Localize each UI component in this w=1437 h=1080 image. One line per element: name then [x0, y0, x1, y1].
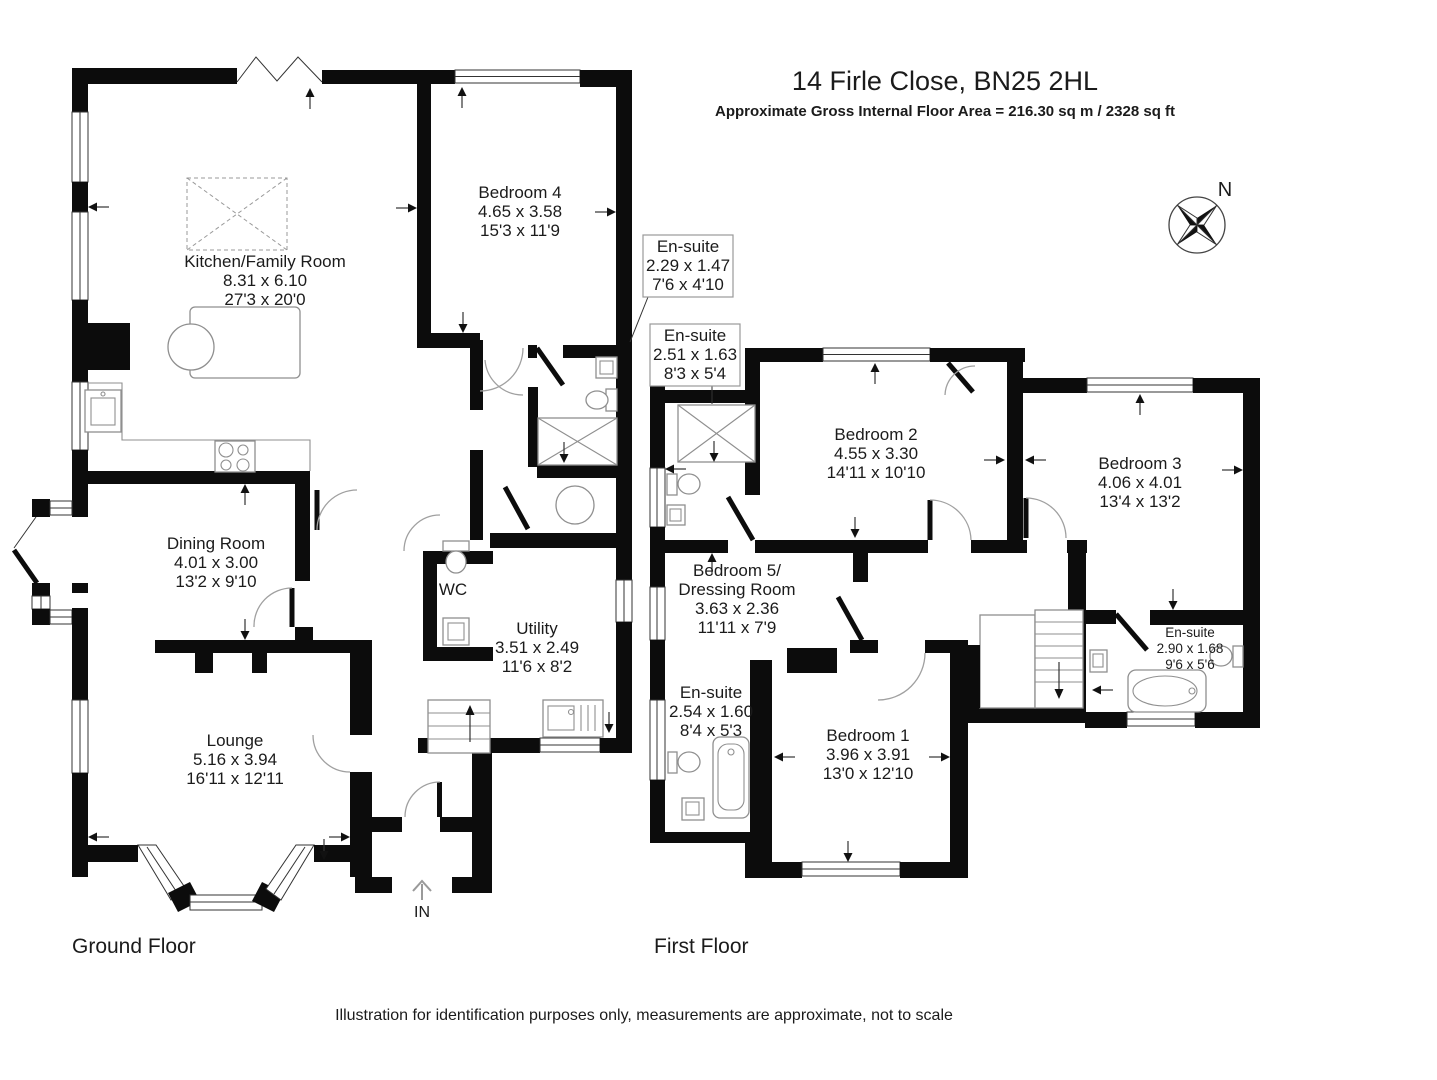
wc-name: WC: [439, 580, 467, 599]
ensuite3-name: En-suite: [1165, 625, 1215, 640]
dining-name: Dining Room: [167, 534, 265, 553]
skylight-dashed-box: [186, 177, 288, 251]
room-labels: Kitchen/Family Room 8.31 x 6.10 27'3 x 2…: [167, 183, 1224, 921]
ensuite1-sink-icon: [681, 797, 705, 821]
bedroom1-imperial: 13'0 x 12'10: [823, 764, 914, 783]
bedroom5-name2: Dressing Room: [678, 580, 795, 599]
captions: Ground Floor First Floor Illustration fo…: [72, 935, 953, 1024]
utility-name: Utility: [516, 619, 558, 638]
wc-sink-icon: [442, 617, 470, 646]
lounge-imperial: 16'11 x 12'11: [186, 769, 284, 788]
ensuite2-toilet-icon: [666, 473, 701, 496]
header: 14 Firle Close, BN25 2HL Approximate Gro…: [715, 66, 1175, 120]
ground-floor-fixtures: [84, 177, 618, 900]
ensuite2-callout: En-suite 2.51 x 1.63 8'3 x 5'4: [649, 323, 741, 404]
basin-icon: [555, 485, 595, 525]
bedroom3-metric: 4.06 x 4.01: [1098, 473, 1182, 492]
entrance-label: IN: [414, 904, 430, 921]
bedroom3-name: Bedroom 3: [1098, 454, 1181, 473]
ensuite-gf-callout: En-suite 2.29 x 1.47 7'6 x 4'10: [629, 234, 734, 343]
bedroom4-name: Bedroom 4: [478, 183, 561, 202]
bedroom1-name: Bedroom 1: [826, 726, 909, 745]
bedroom2-imperial: 14'11 x 10'10: [827, 463, 926, 482]
ensuite1-name: En-suite: [680, 683, 742, 702]
first-floor-fixtures: [666, 404, 1244, 821]
utility-metric: 3.51 x 2.49: [495, 638, 579, 657]
ensuite-gf-sink-icon: [595, 356, 618, 379]
bedroom5-metric: 3.63 x 2.36: [695, 599, 779, 618]
kitchen-name: Kitchen/Family Room: [184, 252, 346, 271]
first-floor-label: First Floor: [654, 935, 749, 958]
compass-rose-icon: N: [1168, 179, 1232, 254]
utility-sink-icon: [542, 699, 604, 738]
kitchen-imperial: 27'3 x 20'0: [224, 290, 305, 309]
kitchen-table: [167, 323, 215, 371]
ensuite2-metric: 2.51 x 1.63: [653, 345, 737, 364]
bedroom1-metric: 3.96 x 3.91: [826, 745, 910, 764]
bedroom4-imperial: 15'3 x 11'9: [480, 221, 560, 240]
ensuite2-sink-icon: [666, 504, 686, 526]
kitchen-metric: 8.31 x 6.10: [223, 271, 307, 290]
ensuite3-sink-icon: [1089, 649, 1108, 673]
ensuite2-shower-icon: [677, 404, 756, 463]
entrance-arrow-icon: [412, 879, 432, 900]
bedroom4-metric: 4.65 x 3.58: [478, 202, 562, 221]
disclaimer-text: Illustration for identification purposes…: [335, 1007, 953, 1024]
ensuite3-toilet-icon: [1209, 645, 1244, 668]
utility-imperial: 11'6 x 8'2: [502, 657, 572, 676]
ensuite3-imperial: 9'6 x 5'6: [1165, 657, 1214, 672]
ensuite-gf-imperial: 7'6 x 4'10: [652, 275, 724, 294]
bedroom5-name: Bedroom 5/: [693, 561, 781, 580]
wc-toilet-icon: [442, 540, 470, 574]
first-floor-walls: [649, 347, 1260, 878]
page-subtitle: Approximate Gross Internal Floor Area = …: [715, 103, 1175, 120]
wall-break-zigzag: [236, 56, 323, 83]
bedroom5-imperial: 11'11 x 7'9: [698, 618, 777, 637]
ensuite1-toilet-icon: [667, 751, 701, 774]
dining-metric: 4.01 x 3.00: [174, 553, 258, 572]
ensuite-gf-metric: 2.29 x 1.47: [646, 256, 730, 275]
stairs-ground: [427, 699, 491, 754]
kitchen-sink-icon: [84, 389, 122, 433]
ensuite3-metric: 2.90 x 1.68: [1157, 641, 1224, 656]
ensuite-gf-toilet-icon: [585, 388, 618, 412]
landing-cupboard: [979, 614, 1036, 709]
bedroom3-imperial: 13'4 x 13'2: [1099, 492, 1180, 511]
ensuite1-imperial: 8'4 x 5'3: [680, 721, 742, 740]
bedroom2-metric: 4.55 x 3.30: [834, 444, 918, 463]
dining-imperial: 13'2 x 9'10: [175, 572, 256, 591]
ensuite2-name: En-suite: [664, 326, 726, 345]
lounge-name: Lounge: [207, 731, 264, 750]
measurement-arrows: [88, 87, 1243, 862]
stairs-first: [1034, 609, 1084, 709]
ensuite-gf-name: En-suite: [657, 237, 719, 256]
ground-floor-walls: [11, 56, 633, 912]
stove-icon: [214, 440, 256, 473]
ensuite1-metric: 2.54 x 1.60: [669, 702, 753, 721]
page-title: 14 Firle Close, BN25 2HL: [792, 66, 1098, 96]
bedroom2-name: Bedroom 2: [834, 425, 917, 444]
ensuite1-bath-icon: [712, 736, 750, 819]
lounge-metric: 5.16 x 3.94: [193, 750, 277, 769]
ground-floor-label: Ground Floor: [72, 935, 196, 958]
compass-north-label: N: [1218, 179, 1232, 201]
ensuite-gf-shower-icon: [537, 417, 618, 466]
ensuite3-bath-icon: [1127, 669, 1207, 713]
ensuite2-imperial: 8'3 x 5'4: [664, 364, 726, 383]
